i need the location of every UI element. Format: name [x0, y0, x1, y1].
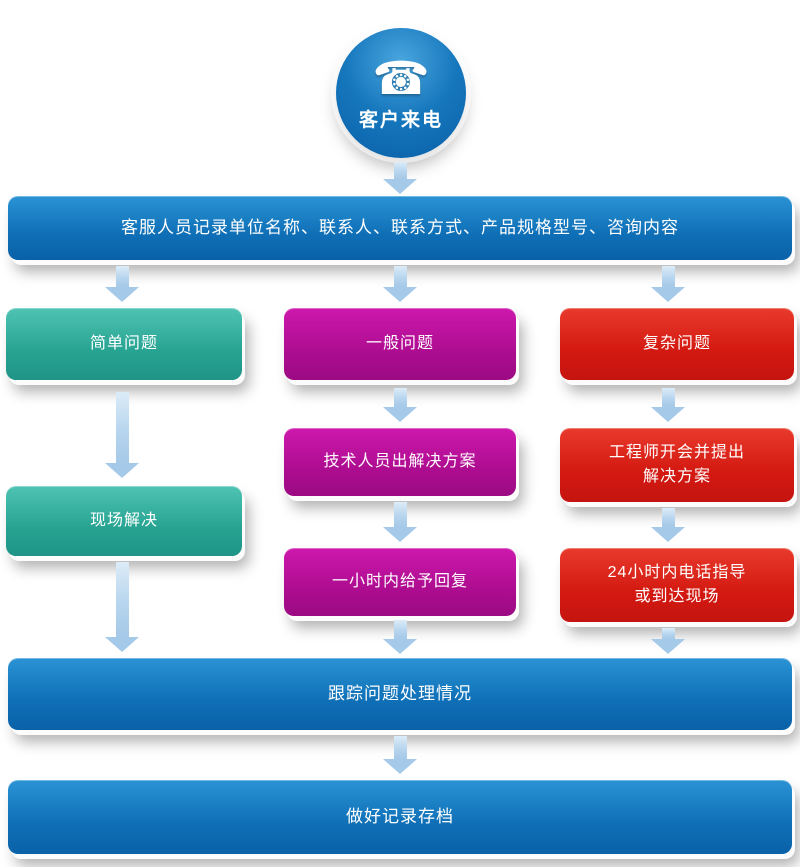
- arrow-head-icon: [383, 759, 417, 774]
- arrow-stem: [115, 392, 129, 463]
- arrow-head-icon: [105, 637, 139, 652]
- arrow-head-icon: [383, 179, 417, 194]
- node-general-problem: 一般问题: [284, 308, 516, 380]
- arrow-reply-to-track: [383, 620, 417, 654]
- arrow-stem: [393, 162, 407, 179]
- arrow-stem: [393, 266, 407, 287]
- arrow-stem: [115, 266, 129, 287]
- node-complex-problem: 复杂问题: [560, 308, 794, 380]
- node-complex-problem-label: 复杂问题: [642, 335, 711, 352]
- arrow-head-icon: [105, 287, 139, 302]
- arrow-head-icon: [105, 463, 139, 478]
- node-record-info-label: 客服人员记录单位名称、联系人、联系方式、产品规格型号、咨询内容: [121, 218, 679, 238]
- arrow-stem: [661, 628, 675, 639]
- node-customer-call-label: 客户来电: [358, 109, 443, 131]
- node-simple-problem-label: 简单问题: [89, 335, 158, 352]
- arrow-general-to-tech: [383, 388, 417, 422]
- arrow-head-icon: [383, 639, 417, 654]
- node-reply-one-hour: 一小时内给予回复: [284, 548, 516, 616]
- arrow-head-icon: [651, 527, 685, 542]
- arrow-stem: [393, 620, 407, 639]
- phone-icon: ☎: [372, 51, 430, 104]
- node-engineer-meeting-label: 工程师开会并提出 解决方案: [608, 444, 745, 485]
- arrow-head-icon: [651, 287, 685, 302]
- arrow-stem: [393, 388, 407, 407]
- arrow-head-icon: [651, 639, 685, 654]
- arrow-record-to-general: [383, 266, 417, 302]
- node-tech-solution-label: 技术人员出解决方案: [323, 453, 477, 470]
- arrow-head-icon: [383, 287, 417, 302]
- arrow-stem: [393, 736, 407, 759]
- arrow-complex-to-meeting: [651, 388, 685, 422]
- node-onsite-solution: 现场解决: [6, 486, 242, 556]
- node-phone-guidance-label: 24小时内电话指导 或到达现场: [607, 564, 747, 605]
- node-tech-solution: 技术人员出解决方案: [284, 428, 516, 496]
- arrow-onsite-to-track: [105, 562, 139, 652]
- node-onsite-solution-label: 现场解决: [89, 512, 158, 529]
- arrow-stem: [661, 388, 675, 407]
- node-archive-records: 做好记录存档: [8, 780, 792, 854]
- node-record-info: 客服人员记录单位名称、联系人、联系方式、产品规格型号、咨询内容: [8, 196, 792, 260]
- arrow-tech-to-reply: [383, 502, 417, 542]
- arrow-stem: [115, 562, 129, 637]
- node-general-problem-label: 一般问题: [365, 335, 434, 352]
- arrow-start-to-record: [383, 162, 417, 194]
- arrow-head-icon: [383, 407, 417, 422]
- arrow-head-icon: [651, 407, 685, 422]
- node-reply-one-hour-label: 一小时内给予回复: [331, 573, 468, 590]
- arrow-stem: [661, 508, 675, 527]
- node-simple-problem: 简单问题: [6, 308, 242, 380]
- arrow-simple-to-onsite: [105, 392, 139, 478]
- arrow-track-to-archive: [383, 736, 417, 774]
- node-archive-records-label: 做好记录存档: [346, 807, 454, 827]
- arrow-meeting-to-guidance: [651, 508, 685, 542]
- arrow-guidance-to-track: [651, 628, 685, 654]
- arrow-record-to-complex: [651, 266, 685, 302]
- arrow-record-to-simple: [105, 266, 139, 302]
- node-customer-call: ☎ 客户来电: [336, 28, 466, 158]
- node-track-progress: 跟踪问题处理情况: [8, 658, 792, 730]
- arrow-head-icon: [383, 527, 417, 542]
- arrow-stem: [661, 266, 675, 287]
- node-engineer-meeting: 工程师开会并提出 解决方案: [560, 428, 794, 502]
- node-track-progress-label: 跟踪问题处理情况: [328, 684, 472, 704]
- node-phone-guidance: 24小时内电话指导 或到达现场: [560, 548, 794, 622]
- arrow-stem: [393, 502, 407, 527]
